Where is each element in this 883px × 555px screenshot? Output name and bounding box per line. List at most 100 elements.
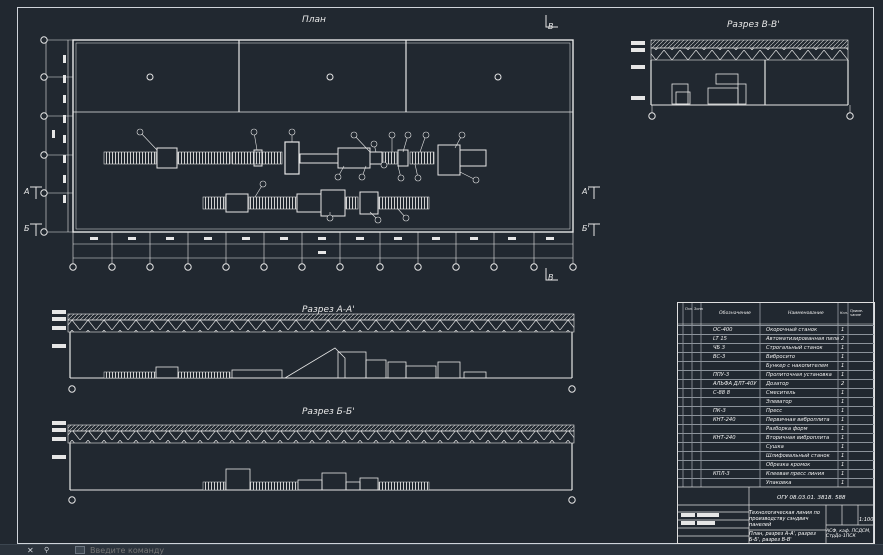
spec-row: ОС-400 Окорочный станок 1	[678, 325, 874, 335]
title-block: ОГУ 08.03.01. 3818. 588 Технологическая …	[677, 487, 875, 544]
section-mark-a-right: А'	[582, 187, 590, 196]
command-prompt-icon[interactable]	[75, 546, 85, 554]
spec-name: Первичная виброплита	[766, 417, 830, 423]
sheet-title: План, разрез А-А', разрез Б-Б', разрез В…	[749, 531, 816, 543]
title-block-grid	[677, 486, 875, 544]
spec-qty: 1	[841, 345, 845, 351]
customize-icon[interactable]: ⚲	[44, 546, 50, 554]
spec-row: ВС-3 Вибросито 1	[678, 352, 874, 362]
spec-qty: 1	[841, 363, 845, 369]
section-vv-title: Разрез В-В'	[727, 20, 780, 30]
section-aa-view	[52, 310, 576, 393]
spec-name: Элеватор	[766, 399, 792, 405]
spec-qty: 1	[841, 354, 845, 360]
spec-designation: КПЛ-3	[713, 471, 730, 477]
spec-name: Сушка	[766, 444, 784, 450]
organization-label: АСФ, каф. ПСДСМ, СтрДо-1ПСК	[826, 529, 871, 539]
spec-table-grid	[677, 302, 875, 487]
spec-qty: 2	[841, 336, 845, 342]
spec-row: ППУ-3 Пропиточная установка 1	[678, 370, 874, 380]
scale-label: 1:100	[859, 517, 874, 523]
spec-designation: ОС-400	[713, 327, 733, 333]
spec-name: Обрезка кромок	[766, 462, 811, 468]
spec-qty: 2	[841, 381, 845, 387]
spec-designation: ЧБ 3	[713, 345, 726, 351]
spec-name: Автоматизированная пила	[766, 336, 840, 342]
section-mark-a-left: А	[24, 187, 30, 196]
spec-designation: КНТ-240	[713, 435, 736, 441]
spec-name: Вторичная виброплита	[766, 435, 830, 441]
spec-row: ПК-3 Пресс 1	[678, 406, 874, 416]
spec-designation: ВС-3	[713, 354, 726, 360]
spec-qty: 1	[841, 435, 845, 441]
section-bb-title: Разрез Б-Б'	[302, 407, 355, 417]
section-mark-v-bottom: В	[548, 273, 554, 282]
spec-name: Упаковка	[766, 480, 792, 486]
spec-name: Вибросито	[766, 354, 796, 360]
header-zone: Зона	[694, 307, 703, 311]
plan-outer-wall	[72, 39, 574, 233]
spec-designation: ПК-3	[713, 408, 726, 414]
spec-qty: 1	[841, 327, 845, 333]
spec-name: Строгальный станок	[766, 345, 823, 351]
spec-row: Сушка 1	[678, 442, 874, 452]
command-input[interactable]	[90, 545, 390, 555]
plan-view	[30, 15, 600, 281]
spec-row: КНТ-240 Первичная виброплита 1	[678, 415, 874, 425]
spec-name: Смеситель	[766, 390, 796, 396]
spec-qty: 1	[841, 390, 845, 396]
spec-name: Разборка форм	[766, 426, 808, 432]
spec-qty: 1	[841, 372, 845, 378]
spec-row: Упаковка 1	[678, 478, 874, 488]
spec-name: Бункер с накопителем	[766, 363, 829, 369]
spec-name: Шлифовальный станок	[766, 453, 830, 459]
spec-qty: 1	[841, 408, 845, 414]
spec-qty: 1	[841, 426, 845, 432]
spec-qty: 1	[841, 399, 845, 405]
spec-designation: ППУ-3	[713, 372, 730, 378]
spec-row: Шлифовальный станок 1	[678, 451, 874, 461]
spec-designation: LT 15	[713, 336, 727, 342]
drawing-title: Технологическая линия по производству сэ…	[749, 510, 820, 528]
spec-row: Элеватор 1	[678, 397, 874, 407]
spec-qty: 1	[841, 462, 845, 468]
spec-row: КНТ-240 Вторичная виброплита 1	[678, 433, 874, 443]
header-note: Приме-чание	[850, 309, 864, 317]
section-mark-v-top: В	[548, 22, 554, 31]
spec-designation: КНТ-240	[713, 417, 736, 423]
spec-name: Окорочный станок	[766, 327, 818, 333]
section-bb-view	[52, 421, 576, 504]
spec-qty: 1	[841, 480, 845, 486]
spec-qty: 1	[841, 444, 845, 450]
section-mark-b-right: Б'	[582, 224, 590, 233]
spec-row: АЛЬФА ДЛТ-40У Дозатор 2	[678, 379, 874, 389]
spec-designation: АЛЬФА ДЛТ-40У	[713, 381, 757, 387]
spec-table-header: Поз. Зона Обозначение Наименование Кол. …	[678, 303, 874, 325]
drawing-code: ОГУ 08.03.01. 3818. 588	[777, 495, 846, 501]
spec-name: Пресс	[766, 408, 783, 414]
spec-row: КПЛ-3 Клеевая пресс линия 1	[678, 469, 874, 479]
spec-qty: 1	[841, 417, 845, 423]
close-icon[interactable]: ✕	[27, 546, 34, 555]
section-aa-title: Разрез А-А'	[302, 305, 355, 315]
header-name: Наименование	[788, 311, 824, 316]
spec-qty: 1	[841, 471, 845, 477]
spec-name: Клеевая пресс линия	[766, 471, 825, 477]
sheet-border	[17, 7, 874, 544]
specification-table: Поз. Зона Обозначение Наименование Кол. …	[677, 302, 875, 544]
section-mark-b-left: Б	[24, 224, 30, 233]
header-designation: Обозначение	[719, 311, 751, 316]
spec-name: Пропиточная установка	[766, 372, 832, 378]
plan-title: План	[302, 15, 326, 25]
spec-row: Бункер с накопителем 1	[678, 361, 874, 371]
spec-name: Дозатор	[766, 381, 789, 387]
spec-qty: 1	[841, 453, 845, 459]
section-vv-view	[631, 39, 854, 120]
header-pos: Поз.	[685, 307, 693, 311]
command-line-bar: ✕ ⚲	[0, 544, 883, 555]
header-qty: Кол.	[840, 311, 848, 315]
